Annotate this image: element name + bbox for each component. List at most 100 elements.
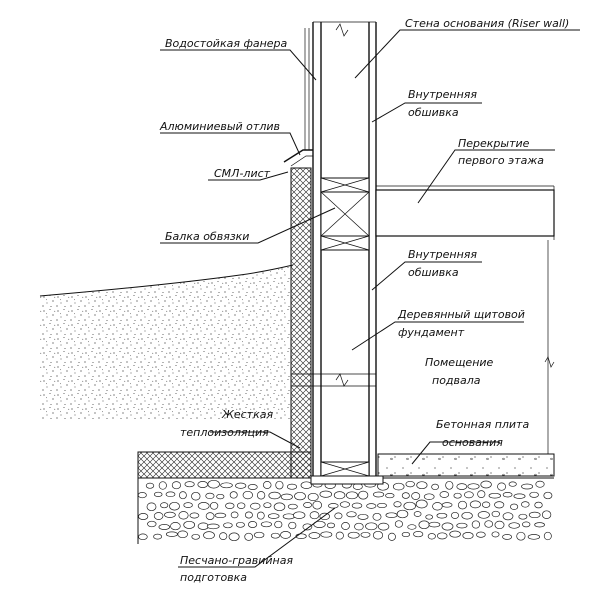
gravel-pebble	[418, 520, 430, 530]
label-inner-sheathing-top-1: Внутренняя	[408, 88, 477, 101]
label-slab-2: основания	[442, 436, 503, 449]
gravel-pebble	[464, 491, 474, 499]
gravel-pebble	[401, 531, 411, 538]
gravel-pebble	[453, 492, 462, 499]
gravel-pebble	[189, 512, 200, 519]
label-insulation-2: теплоизоляция	[180, 426, 269, 439]
gravel-pebble	[425, 514, 434, 520]
gravel-pebble	[543, 531, 552, 541]
rigid-insulation	[137, 167, 312, 479]
label-riser-wall: Стена основания (Riser wall)	[405, 17, 569, 30]
gravel-pebble	[535, 480, 545, 488]
label-beam: Балка обвязки	[165, 230, 249, 243]
gravel-pebble	[377, 502, 387, 509]
gravel-pebble	[183, 520, 196, 529]
gravel-pebble	[293, 511, 306, 519]
gravel-pebble	[138, 533, 148, 541]
gravel-pebble	[164, 511, 176, 518]
gravel-pebble	[516, 531, 526, 541]
gravel-pebble	[385, 512, 398, 518]
gravel-pebble	[191, 533, 200, 540]
gravel-pebble	[392, 482, 405, 491]
gravel-pebble	[280, 531, 292, 539]
label-waterproof-plywood: Водостойкая фанера	[165, 37, 288, 50]
gravel-pebble	[214, 512, 227, 519]
gravel-pebble	[351, 502, 363, 509]
gravel-pebble	[488, 492, 501, 499]
gravel-pebble	[377, 522, 390, 531]
gravel-pebble	[197, 481, 208, 488]
gravel-pebble	[170, 522, 181, 531]
gravel-pebble	[521, 501, 530, 508]
gravel-pebble	[462, 532, 474, 540]
label-floor-1: Перекрытие	[458, 137, 530, 150]
gravel-pebble	[360, 531, 371, 538]
gravel-pebble	[403, 501, 416, 511]
gravel-pebble	[273, 502, 286, 512]
gravel-pebble	[308, 532, 321, 539]
gravel-pebble	[220, 482, 233, 489]
gravel-pebble	[354, 522, 364, 531]
gravel-pebble	[282, 513, 296, 520]
gravel-pebble	[387, 532, 396, 541]
gravel-pebble	[179, 491, 187, 500]
gravel-pebble	[439, 491, 450, 498]
leader-lines	[160, 29, 580, 568]
gravel-pebble	[294, 491, 306, 501]
gravel-pebble	[287, 503, 298, 510]
gravel-pebble	[309, 511, 320, 520]
gravel-pebble	[262, 481, 272, 489]
gravel-pebble	[206, 523, 220, 530]
gravel-pebble	[518, 513, 528, 520]
gravel-pebble	[229, 491, 238, 499]
gravel-pebble	[319, 512, 330, 521]
gravel-pebble	[513, 493, 526, 499]
gravel-pebble	[494, 501, 505, 509]
gravel-pebble	[203, 531, 215, 540]
gravel-pebble	[244, 511, 253, 519]
gravel-pebble	[184, 481, 195, 488]
gravel-pebble	[339, 501, 350, 508]
gravel-pebble	[341, 522, 350, 530]
gravel-pebble	[541, 510, 552, 519]
gravel-pebble	[153, 491, 163, 497]
gravel-pebble	[427, 533, 436, 540]
gravel-pebble	[405, 480, 415, 488]
gravel-pebble	[471, 520, 481, 529]
gravel-pebble	[534, 501, 543, 509]
gravel-pebble	[334, 512, 343, 520]
gravel-pebble	[207, 479, 220, 489]
gravel-pebble	[248, 521, 258, 528]
gravel-pebble	[432, 502, 443, 511]
gravel-pebble	[407, 524, 417, 530]
gravel-pebble	[502, 492, 513, 498]
label-foundation-1: Деревянный щитовой	[397, 308, 525, 321]
gravel-pebble	[288, 521, 297, 530]
gravel-pebble	[320, 531, 333, 538]
first-floor-joist	[375, 185, 555, 454]
gravel-pebble	[396, 509, 409, 519]
label-inner-sheathing-mid-2: обшивка	[408, 266, 459, 279]
gravel-pebble	[491, 531, 500, 538]
gravel-pebble	[413, 531, 424, 538]
gravel-pebble	[225, 502, 235, 509]
gravel-pebble	[416, 481, 428, 490]
gravel-pebble	[502, 512, 514, 521]
gravel-pebble	[300, 481, 313, 489]
label-insulation-1: Жесткая	[221, 408, 273, 421]
ground-soil	[39, 264, 294, 420]
gravel-pebble	[394, 520, 403, 528]
label-basement-1: Помещение	[425, 356, 494, 369]
gravel-pebble	[302, 523, 313, 531]
gravel-pebble	[267, 513, 280, 519]
gravel-pebble	[480, 480, 492, 489]
gravel-pebble	[484, 520, 494, 528]
gravel-pebble	[280, 493, 293, 501]
gravel-pebble	[191, 491, 201, 501]
gravel-pebble	[415, 499, 428, 509]
label-foundation-2: фундамент	[398, 326, 465, 339]
gravel-pebble	[431, 483, 439, 491]
gravel-pebble	[274, 520, 283, 529]
gravel-pebble	[534, 522, 545, 528]
gravel-pebble	[543, 491, 553, 500]
